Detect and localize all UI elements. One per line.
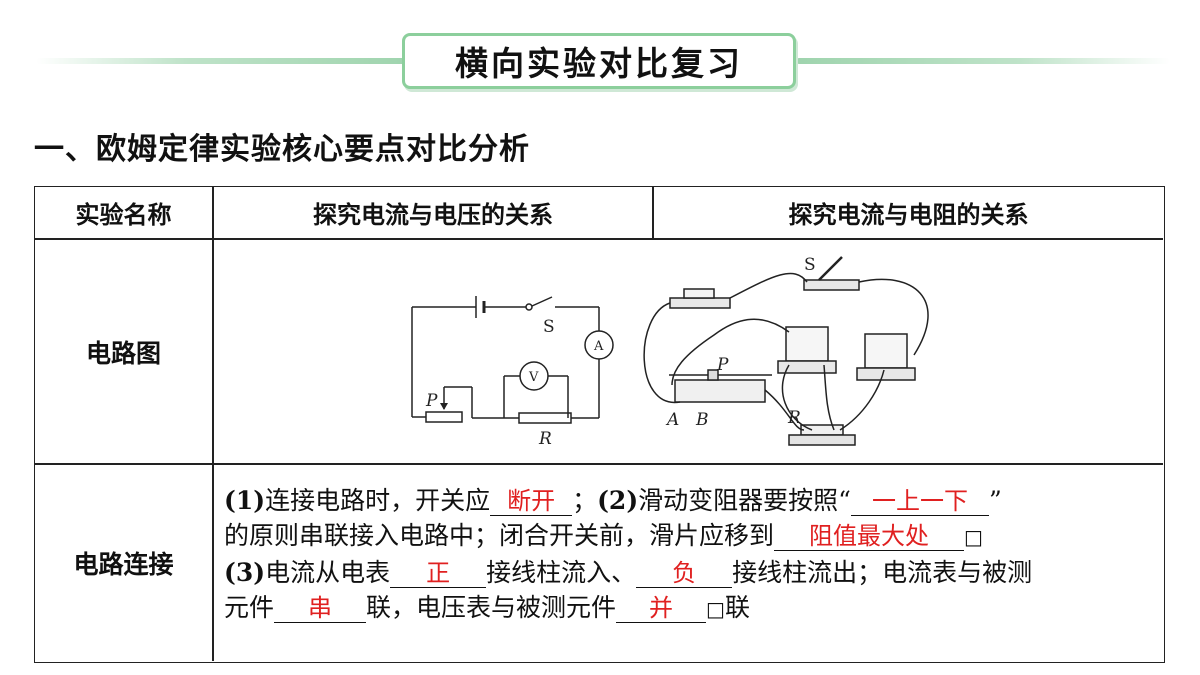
slider-arrow-icon bbox=[440, 403, 448, 410]
label-B2: B bbox=[695, 410, 709, 430]
battery-box-icon bbox=[669, 297, 731, 309]
label-R2: R bbox=[787, 408, 801, 428]
label-P: P bbox=[425, 391, 438, 411]
schematic-circuit bbox=[411, 296, 614, 424]
label-S2: S bbox=[804, 255, 816, 275]
row-label-circuit-diagram: 电路图 bbox=[85, 338, 161, 368]
table-divider bbox=[35, 238, 1163, 240]
answer-one-up-one-down: 一上一下 bbox=[871, 487, 968, 515]
banner: 横向实验对比复习 bbox=[402, 33, 796, 89]
resistor-device-icon bbox=[800, 424, 844, 436]
connection-line-4: 元件串联，电压表与被测元件并□联 bbox=[224, 593, 750, 623]
connection-line-2: 的原则串联接入电路中；闭合开关前，滑片应移到阻值最大处□ bbox=[224, 521, 983, 551]
resistor-icon bbox=[518, 412, 572, 424]
connection-line-3: (3)电流从电表正接线柱流入、负接线柱流出；电流表与被测 bbox=[224, 558, 1033, 588]
answer-series: 串 bbox=[308, 594, 333, 622]
circuit-connection-text: (1)连接电路时，开关应断开；(2)滑动变阻器要按照“一上一下” 的原则串联接入… bbox=[224, 483, 1154, 627]
section-heading: 一、欧姆定律实验核心要点对比分析 bbox=[34, 132, 530, 167]
table-divider bbox=[212, 187, 214, 661]
connection-line-1: (1)连接电路时，开关应断开；(2)滑动变阻器要按照“一上一下” bbox=[224, 486, 1002, 516]
table-header-experiment: 实验名称 bbox=[75, 201, 172, 229]
label-V: V bbox=[528, 370, 539, 385]
ammeter-device-icon bbox=[864, 333, 908, 369]
knife-switch-icon bbox=[803, 279, 860, 291]
rheostat-device-icon bbox=[674, 379, 766, 403]
label-R: R bbox=[538, 429, 552, 449]
answer-max-resistance: 阻值最大处 bbox=[809, 522, 930, 550]
banner-title: 横向实验对比复习 bbox=[455, 44, 743, 83]
table-divider bbox=[35, 463, 1163, 465]
answer-positive: 正 bbox=[426, 559, 451, 587]
answer-off: 断开 bbox=[507, 487, 556, 515]
banner-line-left bbox=[36, 58, 408, 64]
rheostat-icon bbox=[425, 411, 463, 423]
label-A: A bbox=[593, 339, 604, 354]
voltmeter-device-icon bbox=[785, 326, 829, 362]
answer-parallel: 并 bbox=[649, 594, 674, 622]
table-divider bbox=[652, 187, 654, 239]
table-header-resistance: 探究电流与电阻的关系 bbox=[788, 201, 1029, 229]
label-A2: A bbox=[665, 410, 679, 430]
circuit-diagrams: S A V P R S P R A B bbox=[411, 255, 929, 449]
label-P2: P bbox=[716, 355, 729, 375]
switch-icon bbox=[525, 303, 533, 311]
table-header-voltage: 探究电流与电压的关系 bbox=[313, 201, 553, 229]
row-label-circuit-connection: 电路连接 bbox=[73, 550, 174, 579]
pictorial-circuit bbox=[643, 256, 929, 446]
label-S: S bbox=[543, 317, 555, 337]
answer-negative: 负 bbox=[672, 559, 697, 587]
banner-line-right bbox=[796, 58, 1170, 64]
comparison-table: 实验名称 探究电流与电压的关系 探究电流与电阻的关系 电路图 电路连接 bbox=[34, 186, 1165, 663]
